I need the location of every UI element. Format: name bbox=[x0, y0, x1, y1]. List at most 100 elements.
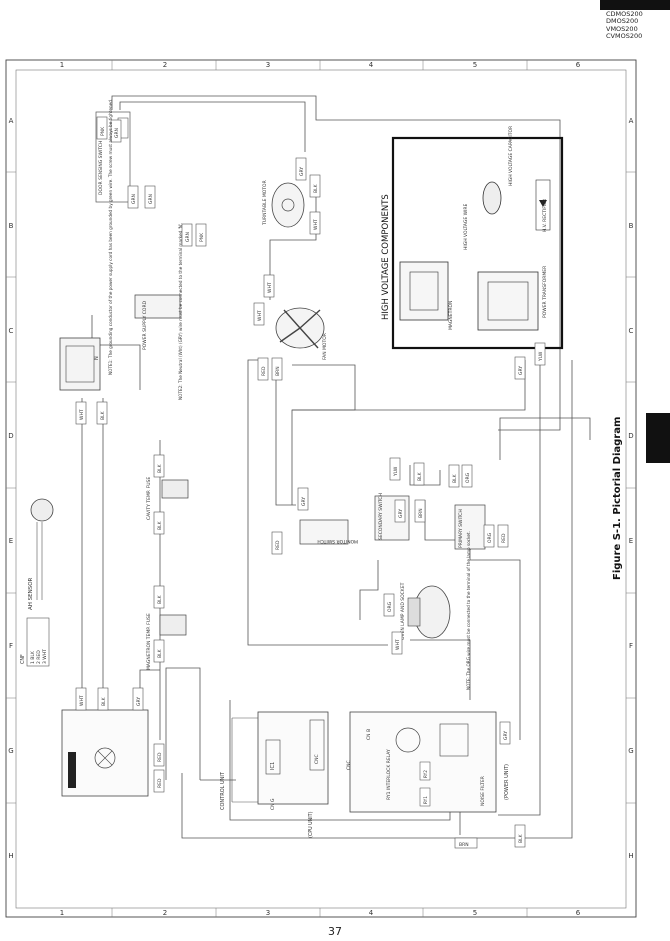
wire-tag: ORG bbox=[465, 472, 471, 483]
wire-tag: GRY bbox=[299, 167, 305, 176]
row-label: D bbox=[628, 432, 633, 440]
column-label: 4 bbox=[369, 909, 374, 917]
page-number: 37 bbox=[328, 925, 342, 938]
wire-tag: WHT bbox=[267, 282, 273, 293]
secondary-switch-label: SECONDARY SWITCH bbox=[378, 493, 384, 540]
relay-tag: RY2 bbox=[423, 770, 428, 778]
cng-label: CN G bbox=[270, 798, 276, 810]
row-label: E bbox=[9, 537, 13, 545]
turntable-motor-label: TURNTABLE MOTOR bbox=[262, 180, 268, 226]
wire-tag: BLK bbox=[157, 463, 163, 473]
magnetron-label: MAGNETRON bbox=[448, 301, 454, 330]
motor-wire-tags: GRY BLK WHT WHT bbox=[263, 157, 321, 298]
wire-tag: WHT bbox=[79, 695, 85, 706]
wire-harness bbox=[81, 95, 591, 839]
wire-tag: BLK bbox=[157, 520, 163, 530]
cnf-pin: 1 BLK bbox=[30, 650, 36, 664]
power-supply-cord: N POWER SUPPLY CORD NOTE1: The grounding… bbox=[59, 99, 183, 400]
column-label: 1 bbox=[60, 909, 64, 917]
cpu-unit-label: (CPU UNIT) bbox=[308, 811, 314, 838]
row-label: H bbox=[628, 852, 633, 860]
wire-tag: PNK bbox=[199, 232, 205, 242]
wire-tag: GRN bbox=[148, 194, 154, 204]
wire-tag: GRY bbox=[136, 697, 142, 706]
fuse-wire-tags: BLK BLK BLK BLK bbox=[153, 454, 165, 663]
oven-lamp-label: OVEN LAMP AND SOCKET bbox=[400, 582, 406, 640]
cavity-temp-fuse: CAVITY TEMP. FUSE bbox=[146, 477, 189, 520]
control-wire-tags: WHT BLK GRY RED RED bbox=[75, 687, 165, 793]
primary-switch-label: PRIMARY SWITCH bbox=[458, 509, 464, 548]
column-label: 6 bbox=[576, 61, 581, 69]
wire-tag: BRN bbox=[418, 508, 424, 518]
column-label: 5 bbox=[473, 909, 477, 917]
wire-tag: ORG bbox=[387, 601, 393, 612]
cord-letter: N bbox=[94, 356, 100, 360]
wire-tag: PNK bbox=[100, 126, 106, 136]
column-labels-bottom: 1 2 3 4 5 6 bbox=[60, 909, 581, 917]
column-labels-top: 1 2 3 4 5 6 bbox=[60, 61, 581, 69]
cord-wire-tags: WHT BLK bbox=[75, 401, 108, 425]
column-label: 2 bbox=[163, 61, 167, 69]
figure-title: Figure S-1. Pictorial Diagram bbox=[612, 417, 623, 580]
fan-motor: FAN MOTOR bbox=[275, 307, 328, 360]
relay-tag: RY1 bbox=[423, 796, 428, 804]
wire-tag: WHT bbox=[79, 409, 85, 420]
wire-tag: BRN bbox=[275, 366, 281, 376]
note1-text: NOTE1: The grounding conductor of the po… bbox=[108, 99, 113, 375]
model-list: CDMOS200 DMOS200 VMOS200 CVMOS200 bbox=[600, 10, 670, 41]
model-header-bar bbox=[600, 0, 670, 10]
row-label: B bbox=[629, 222, 634, 230]
cnf-label: CNF bbox=[20, 654, 26, 664]
wire-tag: GRN bbox=[131, 194, 137, 204]
hv-wire-label: HIGH VOLTAGE WIRE bbox=[463, 203, 469, 250]
wire-tag: RED bbox=[157, 778, 163, 788]
row-label: B bbox=[9, 222, 14, 230]
wire-tag: WHT bbox=[313, 219, 319, 230]
column-label: 3 bbox=[266, 61, 270, 69]
wire-tag: RED bbox=[157, 752, 163, 762]
note2-text: NOTE2: The Neutral (Wht) (GRY) wire must… bbox=[178, 223, 183, 400]
column-label: 3 bbox=[266, 909, 270, 917]
grid-ticks bbox=[6, 60, 636, 917]
high-voltage-box: HIGH VOLTAGE COMPONENTS MAGNETRON HIGH V… bbox=[381, 126, 564, 350]
ah-sensor-label: AH SENSOR bbox=[28, 577, 34, 610]
wire-tag: BLK bbox=[157, 648, 163, 658]
turntable-motor: TURNTABLE MOTOR bbox=[262, 180, 305, 228]
wire-tag: RED bbox=[275, 540, 281, 550]
wire-tag: BLK bbox=[101, 696, 107, 706]
row-label: A bbox=[629, 117, 634, 125]
wire-tag: ORG bbox=[487, 532, 493, 543]
lamp-wire-tags: ORG WHT bbox=[383, 593, 403, 655]
wire-tag: YLW bbox=[393, 466, 399, 477]
column-label: 4 bbox=[369, 61, 374, 69]
section-tab bbox=[646, 413, 670, 463]
fan-wire-tags: WHT RED BRN bbox=[253, 302, 283, 381]
power-unit: CN B CNC RY1 INTERLOCK RELAY NOISE FILTE… bbox=[346, 711, 510, 813]
ah-sensor: AH SENSOR CNF 1 BLK 2 RED 3 WHT bbox=[20, 498, 54, 667]
lamp-note: NOTE: The ORG wire must be connected to … bbox=[466, 531, 471, 690]
cnf-pin: 2 RED bbox=[36, 650, 42, 664]
wire-tag: BLK bbox=[157, 594, 163, 604]
noise-filter-label: NOISE FILTER bbox=[480, 776, 486, 806]
door-wire-tags: PNK GRN GRN GRN GRN PNK bbox=[96, 116, 207, 247]
capacitor-label: HIGH VOLTAGE CAPACITOR bbox=[508, 126, 514, 186]
row-label: E bbox=[629, 537, 633, 545]
cnb-label: CN B bbox=[366, 729, 372, 740]
switch-wire-tags: GRY RED YLW BLK GRY BRN BLK ORG ORG RED bbox=[271, 457, 509, 555]
wire-tag: BLK bbox=[100, 410, 106, 420]
power-cnc-label: CNC bbox=[346, 760, 352, 770]
transformer-label: POWER TRANSFORMER bbox=[542, 266, 548, 318]
row-label: H bbox=[8, 852, 13, 860]
monitor-switch: MONITOR SWITCH bbox=[299, 519, 358, 545]
monitor-switch-label: MONITOR SWITCH bbox=[317, 538, 358, 544]
column-label: 1 bbox=[60, 61, 64, 69]
row-label: G bbox=[8, 747, 13, 755]
cpu-board bbox=[61, 709, 149, 797]
ic1-label: IC1 bbox=[270, 762, 276, 770]
wire-tag: BLK bbox=[518, 833, 524, 843]
outer-frame bbox=[5, 59, 637, 918]
wire-tag: RED bbox=[501, 533, 507, 543]
model-code: CDMOS200 bbox=[606, 10, 643, 18]
power-cord-label: POWER SUPPLY CORD bbox=[142, 300, 148, 350]
